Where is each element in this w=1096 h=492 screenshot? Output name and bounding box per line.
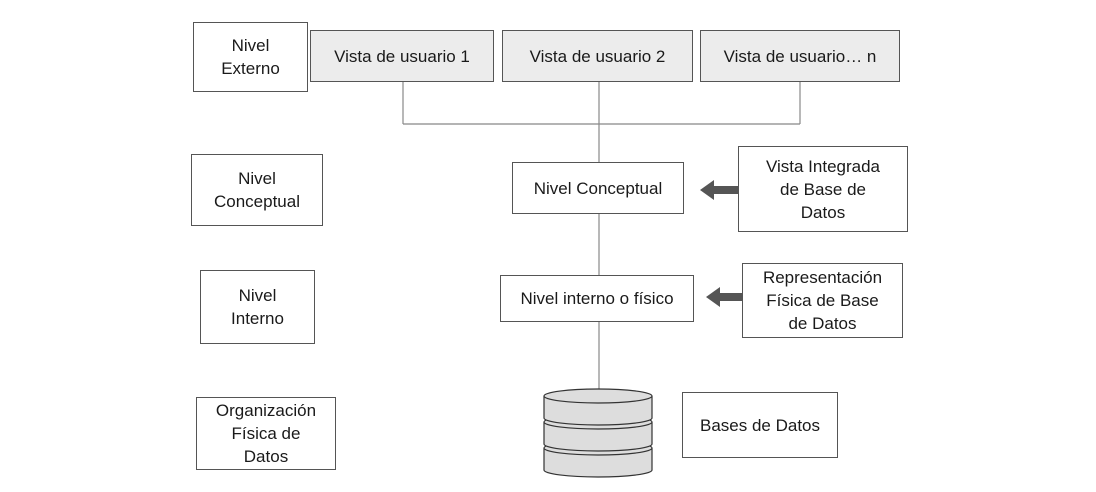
user-view-2-box: Vista de usuario 2 <box>502 30 693 82</box>
integrated-view-box: Vista Integrada de Base de Datos <box>738 146 908 232</box>
conceptual-level-box: Nivel Conceptual <box>512 162 684 214</box>
user-view-1-box: Vista de usuario 1 <box>310 30 494 82</box>
physical-organization-label: Organización Física de Datos <box>196 397 336 470</box>
level-external-label: Nivel Externo <box>193 22 308 92</box>
databases-label-box: Bases de Datos <box>682 392 838 458</box>
internal-physical-level-box: Nivel interno o físico <box>500 275 694 322</box>
level-conceptual-label: Nivel Conceptual <box>191 154 323 226</box>
user-view-n-box: Vista de usuario… n <box>700 30 900 82</box>
level-internal-label: Nivel Interno <box>200 270 315 344</box>
arrow-integrated-view-icon <box>700 180 738 200</box>
arrow-physical-representation-icon <box>706 287 742 307</box>
physical-representation-box: Representación Física de Base de Datos <box>742 263 903 338</box>
database-cylinder-icon <box>543 388 653 478</box>
